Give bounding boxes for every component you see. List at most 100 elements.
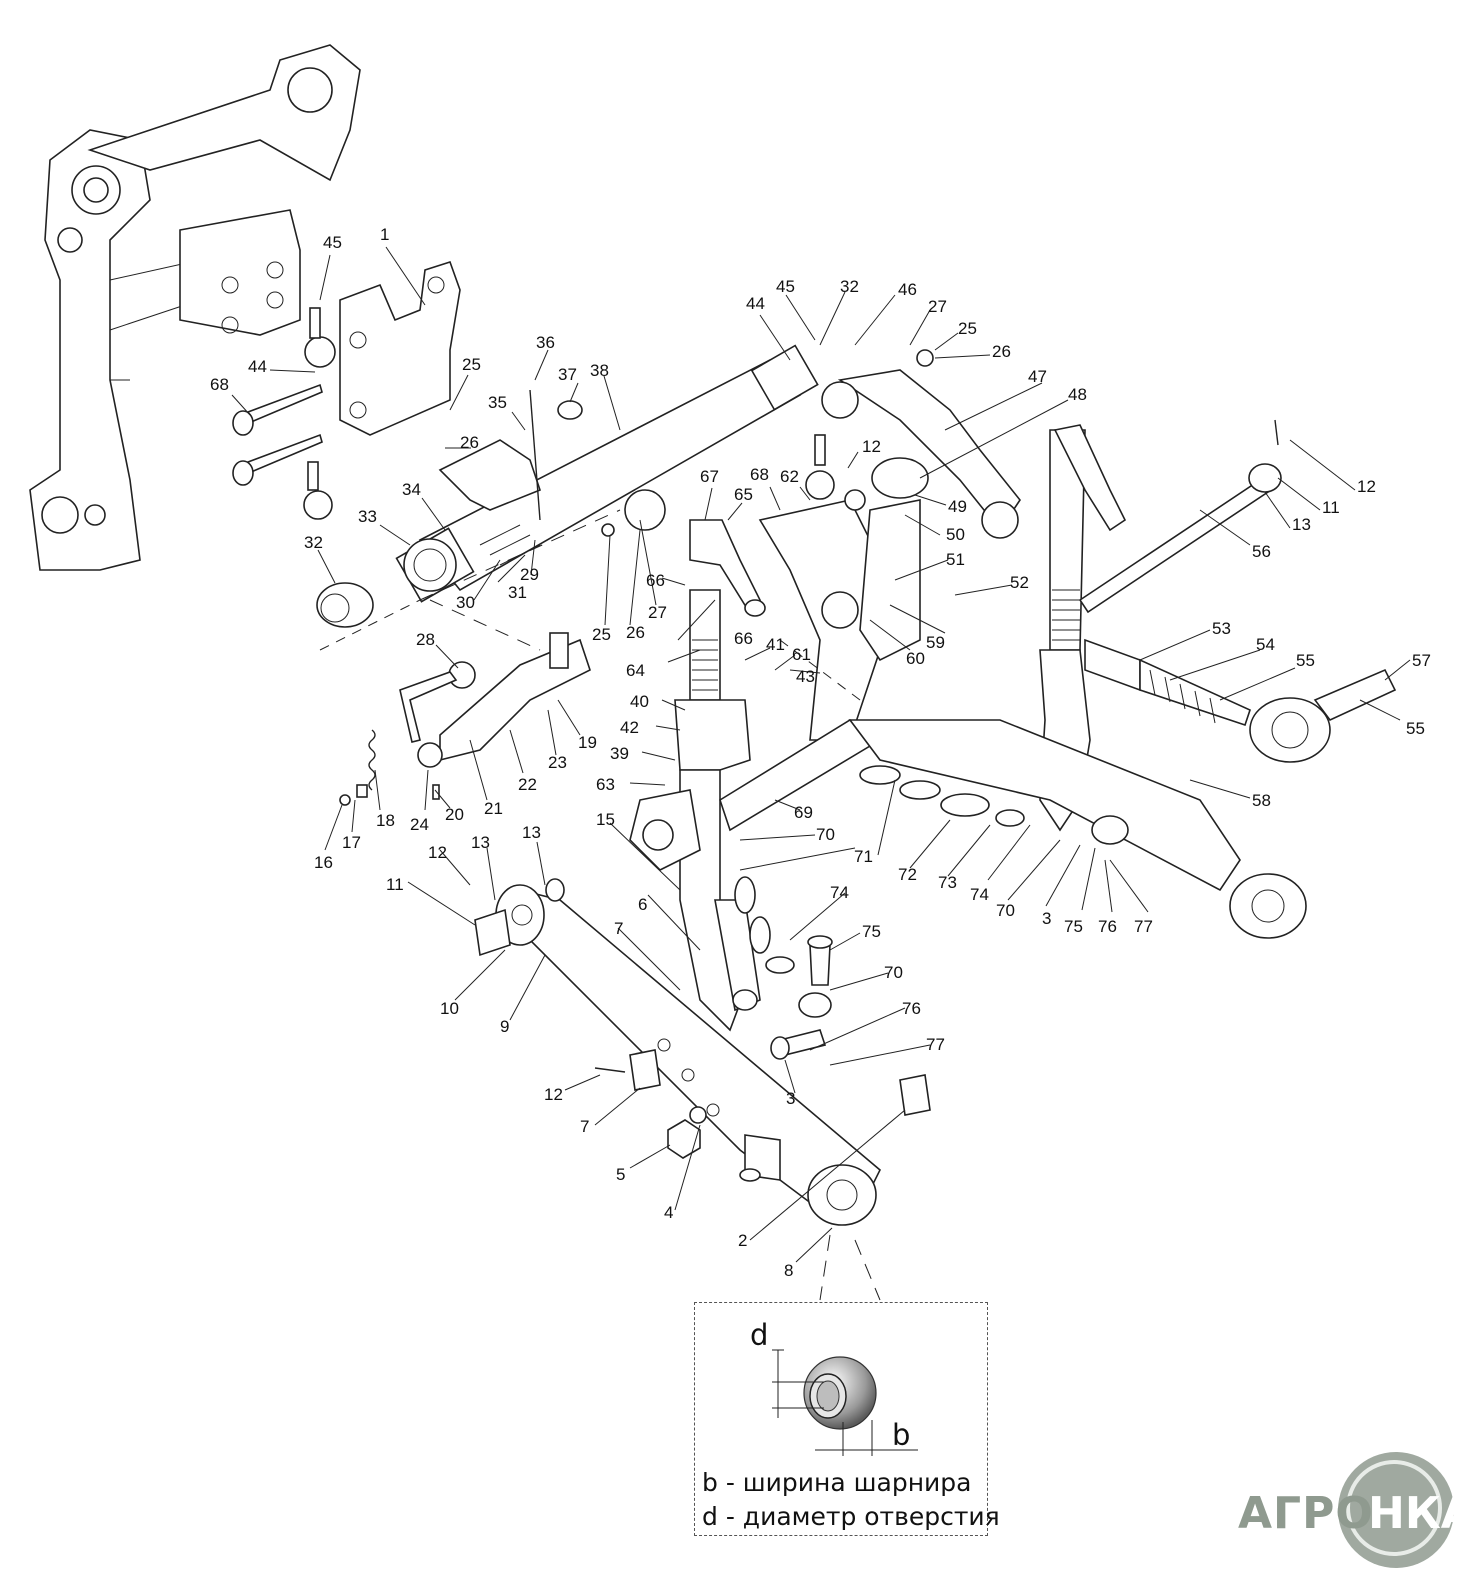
inset-leaders xyxy=(819,1234,881,1301)
part-label-42: 42 xyxy=(620,718,639,737)
axis-lines xyxy=(319,509,861,701)
part-label-19: 19 xyxy=(578,733,597,752)
right-stabilizer-56 xyxy=(1078,419,1282,614)
part-label-25a: 25 xyxy=(462,355,481,374)
part-label-11b: 11 xyxy=(386,875,404,894)
part-label-55a: 55 xyxy=(1296,651,1315,670)
part-label-4: 4 xyxy=(664,1203,673,1222)
part-label-40: 40 xyxy=(630,692,649,711)
control-handle xyxy=(399,632,591,768)
part-label-68b: 68 xyxy=(750,465,769,484)
logo-ring xyxy=(1346,1460,1442,1556)
part-label-24: 24 xyxy=(410,815,429,834)
part-label-27a: 27 xyxy=(928,297,947,316)
part-label-70a: 70 xyxy=(816,825,835,844)
part-label-11a: 11 xyxy=(1322,498,1340,517)
part-label-30: 30 xyxy=(456,593,475,612)
part-label-18: 18 xyxy=(376,811,395,830)
ball-joint-inset xyxy=(694,1302,988,1536)
dim-d-label: d xyxy=(750,1318,769,1352)
snap-rings-right xyxy=(601,349,934,537)
part-label-12a: 12 xyxy=(862,437,881,456)
snap-rings-left xyxy=(303,307,336,520)
part-label-52: 52 xyxy=(1010,573,1029,592)
part-label-32b: 32 xyxy=(840,277,859,296)
part-label-17: 17 xyxy=(342,833,361,852)
part-label-26b: 26 xyxy=(992,342,1011,361)
part-label-68a: 68 xyxy=(210,375,229,394)
lift-arms xyxy=(758,369,1021,741)
ball-joint-inset-drawing xyxy=(772,1349,918,1456)
part-label-66a: 66 xyxy=(646,571,665,590)
part-label-70b: 70 xyxy=(996,901,1015,920)
part-label-58: 58 xyxy=(1252,791,1271,810)
part-label-63: 63 xyxy=(596,775,615,794)
small-hardware xyxy=(594,1038,931,1182)
part-label-45b: 45 xyxy=(776,277,795,296)
legend-d: d - диаметр отверстия xyxy=(702,1502,1000,1531)
part-label-12b: 12 xyxy=(1357,477,1376,496)
part-label-26c: 26 xyxy=(626,623,645,642)
lever-assembly xyxy=(438,389,583,521)
part-label-20: 20 xyxy=(445,805,464,824)
part-label-9: 9 xyxy=(500,1017,509,1036)
part-label-38: 38 xyxy=(590,361,609,380)
part-label-45a: 45 xyxy=(323,233,342,252)
legend-b: b - ширина шарнира xyxy=(702,1468,972,1497)
part-label-74a: 74 xyxy=(970,885,989,904)
part-label-76a: 76 xyxy=(1098,917,1117,936)
left-lower-link xyxy=(474,878,881,1226)
part-label-6: 6 xyxy=(638,895,647,914)
part-label-55b: 55 xyxy=(1406,719,1425,738)
part-label-39: 39 xyxy=(610,744,629,763)
part-label-69: 69 xyxy=(794,803,813,822)
part-label-31: 31 xyxy=(508,583,527,602)
part-label-46: 46 xyxy=(898,280,917,299)
frame-bracket xyxy=(29,44,361,571)
part-label-7b: 7 xyxy=(580,1117,589,1136)
bolts-lower xyxy=(732,935,833,1060)
part-label-25c: 25 xyxy=(592,625,611,644)
leader-lines xyxy=(231,246,1411,1263)
part-label-36: 36 xyxy=(536,333,555,352)
part-label-44b: 44 xyxy=(746,294,765,313)
bush-32 xyxy=(316,582,374,628)
part-label-41: 41 xyxy=(766,635,785,654)
part-label-1: 1 xyxy=(380,225,389,244)
part-label-27b: 27 xyxy=(648,603,667,622)
part-label-37: 37 xyxy=(558,365,577,384)
part-label-59: 59 xyxy=(926,633,945,652)
part-label-25b: 25 xyxy=(958,319,977,338)
part-label-22: 22 xyxy=(518,775,537,794)
part-label-70c: 70 xyxy=(884,963,903,982)
part-label-62: 62 xyxy=(780,467,799,486)
part-label-16: 16 xyxy=(314,853,333,872)
part-label-49: 49 xyxy=(948,497,967,516)
left-lift-rod xyxy=(629,519,766,1032)
part-label-13a: 13 xyxy=(1292,515,1311,534)
part-label-71: 71 xyxy=(854,847,873,866)
part-label-65: 65 xyxy=(734,485,753,504)
part-label-3b: 3 xyxy=(786,1089,795,1108)
part-label-7a: 7 xyxy=(614,919,623,938)
part-label-61: 61 xyxy=(792,645,811,664)
part-label-34: 34 xyxy=(402,480,421,499)
part-label-64: 64 xyxy=(626,661,645,680)
part-label-51: 51 xyxy=(946,550,965,569)
part-label-60: 60 xyxy=(906,649,925,668)
part-label-10: 10 xyxy=(440,999,459,1018)
mount-plates xyxy=(179,209,301,336)
agronka-logo: АГРО НКА xyxy=(1238,1452,1471,1580)
part-label-35: 35 xyxy=(488,393,507,412)
part-label-23: 23 xyxy=(548,753,567,772)
part-label-12c: 12 xyxy=(428,843,447,862)
right-turnbuckle xyxy=(1084,638,1397,763)
part-label-5: 5 xyxy=(616,1165,625,1184)
part-label-66b: 66 xyxy=(734,629,753,648)
part-label-32a: 32 xyxy=(304,533,323,552)
part-label-3a: 3 xyxy=(1042,909,1051,928)
cross-bar xyxy=(719,719,1307,939)
check-chains xyxy=(734,765,1129,974)
part-label-26a: 26 xyxy=(460,433,479,452)
